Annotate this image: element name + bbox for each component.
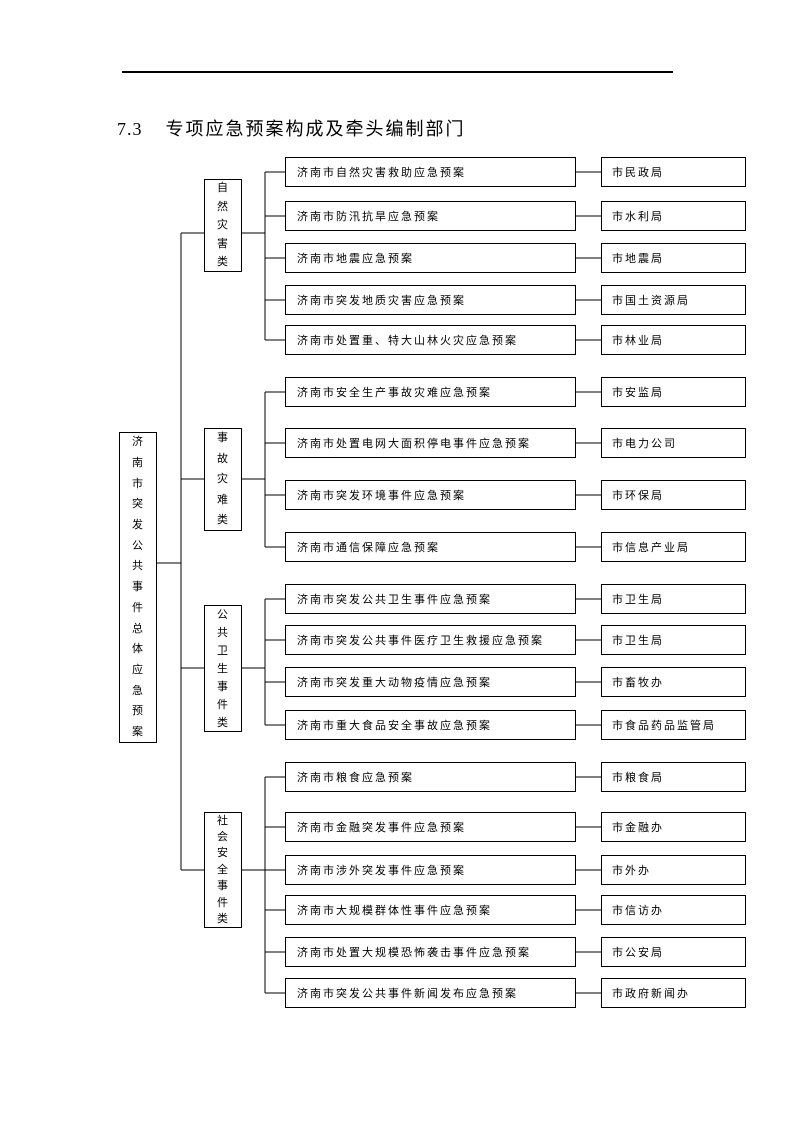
plan-node: 济南市处置重、特大山林火灾应急预案 (285, 325, 576, 355)
root-node: 济南市突发公共事件总体应急预案 (119, 432, 157, 743)
plan-node: 济南市大规模群体性事件应急预案 (285, 895, 576, 925)
category-label: 自然灾害类 (217, 182, 230, 269)
plan-node: 济南市突发地质灾害应急预案 (285, 285, 576, 315)
chart-row: 济南市突发公共事件医疗卫生救援应急预案 市卫生局 (0, 625, 793, 655)
chart-row: 济南市突发重大动物疫情应急预案 市畜牧办 (0, 667, 793, 697)
chart-row: 济南市突发地质灾害应急预案 市国土资源局 (0, 285, 793, 315)
plan-node: 济南市处置大规模恐怖袭击事件应急预案 (285, 937, 576, 967)
chart-row: 济南市通信保障应急预案 市信息产业局 (0, 532, 793, 562)
plan-node: 济南市涉外突发事件应急预案 (285, 855, 576, 885)
chart-row: 济南市涉外突发事件应急预案 市外办 (0, 855, 793, 885)
department-node: 市信访办 (601, 895, 746, 925)
chart-row: 济南市自然灾害救助应急预案 市民政局 (0, 157, 793, 187)
category-label: 事故灾难类 (217, 432, 230, 527)
department-node: 市外办 (601, 855, 746, 885)
department-node: 市公安局 (601, 937, 746, 967)
chart-row: 济南市处置大规模恐怖袭击事件应急预案 市公安局 (0, 937, 793, 967)
plan-node: 济南市安全生产事故灾难应急预案 (285, 377, 576, 407)
chart-row: 济南市突发公共事件新闻发布应急预案 市政府新闻办 (0, 978, 793, 1008)
plan-node: 济南市突发环境事件应急预案 (285, 480, 576, 510)
department-node: 市水利局 (601, 201, 746, 231)
plan-node: 济南市地震应急预案 (285, 243, 576, 273)
category-node-social-safety: 社会安全事件类 (204, 812, 242, 928)
chart-row: 济南市大规模群体性事件应急预案 市信访办 (0, 895, 793, 925)
plan-node: 济南市通信保障应急预案 (285, 532, 576, 562)
chart-row: 济南市处置重、特大山林火灾应急预案 市林业局 (0, 325, 793, 355)
row-stub-connectors (265, 171, 285, 994)
chart-row: 济南市处置电网大面积停电事件应急预案 市电力公司 (0, 428, 793, 458)
department-node: 市地震局 (601, 243, 746, 273)
department-node: 市环保局 (601, 480, 746, 510)
section-heading-text: 专项应急预案构成及牵头编制部门 (165, 118, 466, 139)
chart-row: 济南市防汛抗旱应急预案 市水利局 (0, 201, 793, 231)
plan-node: 济南市重大食品安全事故应急预案 (285, 710, 576, 740)
department-node: 市民政局 (601, 157, 746, 187)
section-heading: 7.3 专项应急预案构成及牵头编制部门 (117, 115, 466, 141)
chart-row: 济南市粮食应急预案 市粮食局 (0, 762, 793, 792)
section-number: 7.3 (117, 118, 143, 139)
page-header-rule (122, 71, 673, 73)
plan-node: 济南市防汛抗旱应急预案 (285, 201, 576, 231)
trunk-connectors (157, 232, 265, 871)
department-node: 市畜牧办 (601, 667, 746, 697)
department-node: 市粮食局 (601, 762, 746, 792)
chart-row: 济南市重大食品安全事故应急预案 市食品药品监管局 (0, 710, 793, 740)
plan-node: 济南市粮食应急预案 (285, 762, 576, 792)
department-node: 市卫生局 (601, 625, 746, 655)
department-node: 市电力公司 (601, 428, 746, 458)
chart-row: 济南市突发环境事件应急预案 市环保局 (0, 480, 793, 510)
chart-row: 济南市安全生产事故灾难应急预案 市安监局 (0, 377, 793, 407)
category-node-accident-disaster: 事故灾难类 (204, 428, 242, 531)
category-node-public-health: 公共卫生事件类 (204, 605, 242, 732)
chart-row: 济南市突发公共卫生事件应急预案 市卫生局 (0, 584, 793, 614)
plan-node: 济南市突发公共卫生事件应急预案 (285, 584, 576, 614)
department-node: 市卫生局 (601, 584, 746, 614)
department-node: 市国土资源局 (601, 285, 746, 315)
plan-node: 济南市突发公共事件医疗卫生救援应急预案 (285, 625, 576, 655)
category-label: 社会安全事件类 (217, 814, 230, 926)
category-node-natural-disaster: 自然灾害类 (204, 179, 242, 272)
chart-row: 济南市金融突发事件应急预案 市金融办 (0, 812, 793, 842)
plan-node: 济南市处置电网大面积停电事件应急预案 (285, 428, 576, 458)
plan-node: 济南市金融突发事件应急预案 (285, 812, 576, 842)
chart-row: 济南市地震应急预案 市地震局 (0, 243, 793, 273)
department-node: 市安监局 (601, 377, 746, 407)
plan-node: 济南市突发公共事件新闻发布应急预案 (285, 978, 576, 1008)
plan-node: 济南市突发重大动物疫情应急预案 (285, 667, 576, 697)
plan-to-department-connectors (576, 171, 601, 994)
department-node: 市金融办 (601, 812, 746, 842)
department-node: 市政府新闻办 (601, 978, 746, 1008)
department-node: 市食品药品监管局 (601, 710, 746, 740)
category-label: 公共卫生事件类 (217, 608, 230, 729)
root-node-label: 济南市突发公共事件总体应急预案 (132, 436, 145, 739)
plan-node: 济南市自然灾害救助应急预案 (285, 157, 576, 187)
department-node: 市信息产业局 (601, 532, 746, 562)
department-node: 市林业局 (601, 325, 746, 355)
